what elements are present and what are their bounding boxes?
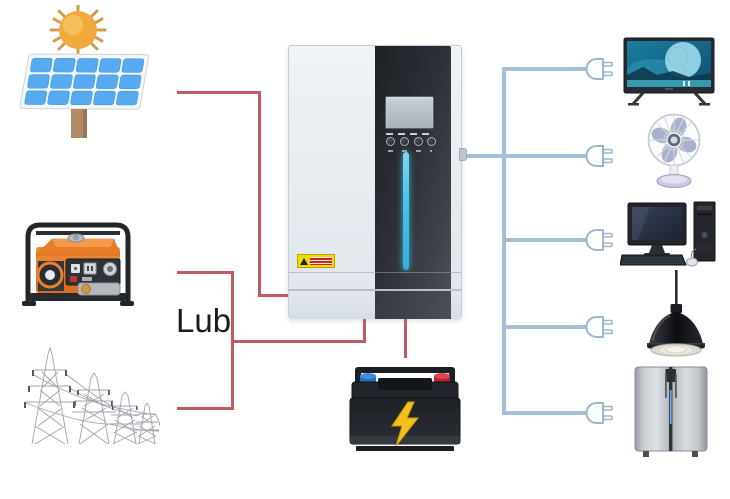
inverter-icon: [288, 45, 462, 319]
fridge-handle-left: [665, 374, 667, 398]
computer-mouse: [686, 257, 698, 267]
wire-inverter-branch-v: [363, 318, 366, 343]
inverter-output-tab: [459, 148, 467, 161]
tv-icon: [623, 37, 715, 106]
plug-icon-tv: [585, 58, 613, 80]
wire-grid-h: [177, 407, 234, 410]
wire-fridge-h: [502, 411, 587, 415]
inverter-warning-label: [297, 254, 335, 268]
wire-tv-h: [502, 67, 587, 71]
inverter-button-1: [386, 137, 395, 146]
lamp-icon: [647, 270, 705, 357]
inverter-led-strip: [403, 152, 409, 270]
panel-board: [19, 53, 150, 110]
inverter-lcd-screen: [385, 96, 434, 129]
warning-triangle-icon: [300, 257, 308, 265]
inverter-button-4: [427, 137, 436, 146]
lamp-cord: [675, 270, 678, 306]
wire-solar-v: [258, 91, 261, 297]
battery-icon: [349, 367, 461, 451]
wire-battery-v: [404, 318, 407, 358]
solar-panel-icon: [19, 5, 150, 138]
plug-icon-computer: [585, 229, 613, 251]
generator-icon: [22, 222, 134, 306]
computer-keyboard: [620, 254, 687, 266]
tv-screen-moon: [665, 42, 701, 78]
inverter-button-icons: [388, 150, 432, 152]
inverter-button-3: [414, 137, 423, 146]
wire-inverter-branch-h: [231, 340, 366, 343]
fan-icon: [647, 113, 701, 188]
wire-lamp-h: [502, 325, 587, 329]
fan-blades: [651, 117, 697, 163]
lamp-bulb: [665, 345, 687, 354]
plug-icon-lamp: [585, 316, 613, 338]
inverter-groove-line: [289, 289, 461, 291]
inverter-front-panel: [375, 46, 451, 291]
battery-handle: [355, 367, 455, 386]
fridge-led-strip: [669, 390, 672, 424]
plug-icon-fridge: [585, 402, 613, 424]
fridge-handle-right: [675, 374, 677, 398]
mouse-cable: [691, 248, 697, 259]
computer-icon: [620, 201, 716, 267]
plug-icon-fan: [585, 145, 613, 167]
lightning-bolt-icon: [391, 401, 420, 447]
wire-generator-h: [177, 271, 234, 274]
inverter-button-labels: [386, 133, 434, 135]
inverter-button-2: [400, 137, 409, 146]
wire-main-output-h: [463, 154, 587, 158]
refrigerator-icon: [634, 366, 708, 457]
wire-solar-h1: [177, 91, 261, 94]
wire-computer-h: [502, 238, 587, 242]
computer-tower: [693, 201, 716, 262]
wire-solar-h2: [258, 294, 291, 297]
warning-text-block: [310, 257, 332, 265]
fridge-dispenser: [665, 369, 676, 382]
inverter-seam-line: [289, 272, 461, 273]
inverter-label: Lub: [176, 302, 232, 339]
inverter-bottom-dark-panel: [375, 291, 451, 319]
transmission-towers-icon: [24, 346, 160, 445]
